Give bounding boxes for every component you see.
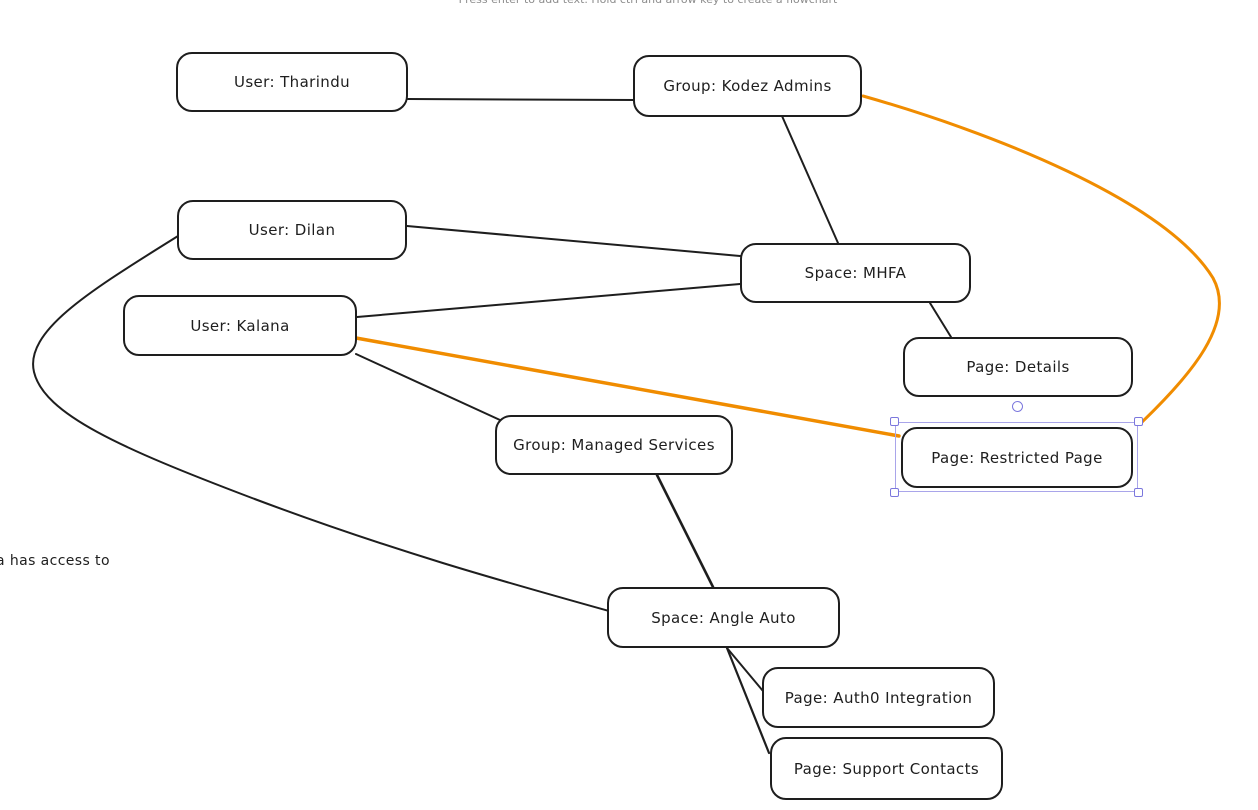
node-label: Group: Kodez Admins	[663, 77, 832, 95]
edge-user-kalana--space-mhfa[interactable]	[356, 283, 741, 318]
node-group-managed-services[interactable]: Group: Managed Services	[495, 415, 733, 475]
node-page-restricted-page[interactable]: Page: Restricted Page	[901, 427, 1133, 488]
edge-user-tharindu--group-kodez-admins[interactable]	[407, 98, 637, 101]
node-user-tharindu[interactable]: User: Tharindu	[176, 52, 408, 112]
node-space-mhfa[interactable]: Space: MHFA	[740, 243, 971, 303]
edge-user-dilan--space-mhfa[interactable]	[406, 225, 741, 257]
node-space-angle-auto[interactable]: Space: Angle Auto	[607, 587, 840, 648]
editor-hint-text: Press enter to add text. Hold ctrl and a…	[459, 0, 838, 6]
canvas-text-has-access-to[interactable]: a has access to	[0, 553, 110, 569]
edge-group-managed-services--space-angle-auto[interactable]	[655, 473, 715, 589]
selection-resize-handle-top-right[interactable]	[1134, 417, 1143, 426]
node-label: Page: Auth0 Integration	[784, 688, 973, 707]
node-label: Page: Support Contacts	[793, 759, 980, 778]
node-label: Page: Restricted Page	[931, 448, 1103, 467]
node-label: Page: Details	[966, 358, 1070, 376]
node-label: User: Dilan	[248, 221, 336, 239]
selection-resize-handle-bottom-right[interactable]	[1134, 488, 1143, 497]
node-group-kodez-admins[interactable]: Group: Kodez Admins	[633, 55, 862, 117]
node-page-details[interactable]: Page: Details	[903, 337, 1133, 397]
node-label: Group: Managed Services	[513, 436, 715, 454]
node-page-support-contacts[interactable]: Page: Support Contacts	[770, 737, 1003, 800]
selection-resize-handle-top-left[interactable]	[890, 417, 899, 426]
node-label: User: Tharindu	[233, 73, 351, 91]
node-user-dilan[interactable]: User: Dilan	[177, 200, 407, 260]
edge-space-mhfa--page-details[interactable]	[929, 302, 952, 338]
node-label: Space: Angle Auto	[651, 608, 796, 627]
edge-space-angle-auto--page-auth0-integration[interactable]	[726, 647, 764, 692]
node-page-auth0-integration[interactable]: Page: Auth0 Integration	[762, 667, 995, 728]
selection-resize-handle-bottom-left[interactable]	[890, 488, 899, 497]
node-user-kalana[interactable]: User: Kalana	[123, 295, 357, 356]
node-label: Space: MHFA	[804, 264, 907, 282]
selection-rotate-handle[interactable]	[1012, 401, 1023, 412]
edge-group-kodez-admins--space-mhfa[interactable]	[781, 115, 839, 244]
edge-user-kalana--group-managed-services[interactable]	[355, 353, 501, 421]
node-label: User: Kalana	[190, 316, 290, 335]
